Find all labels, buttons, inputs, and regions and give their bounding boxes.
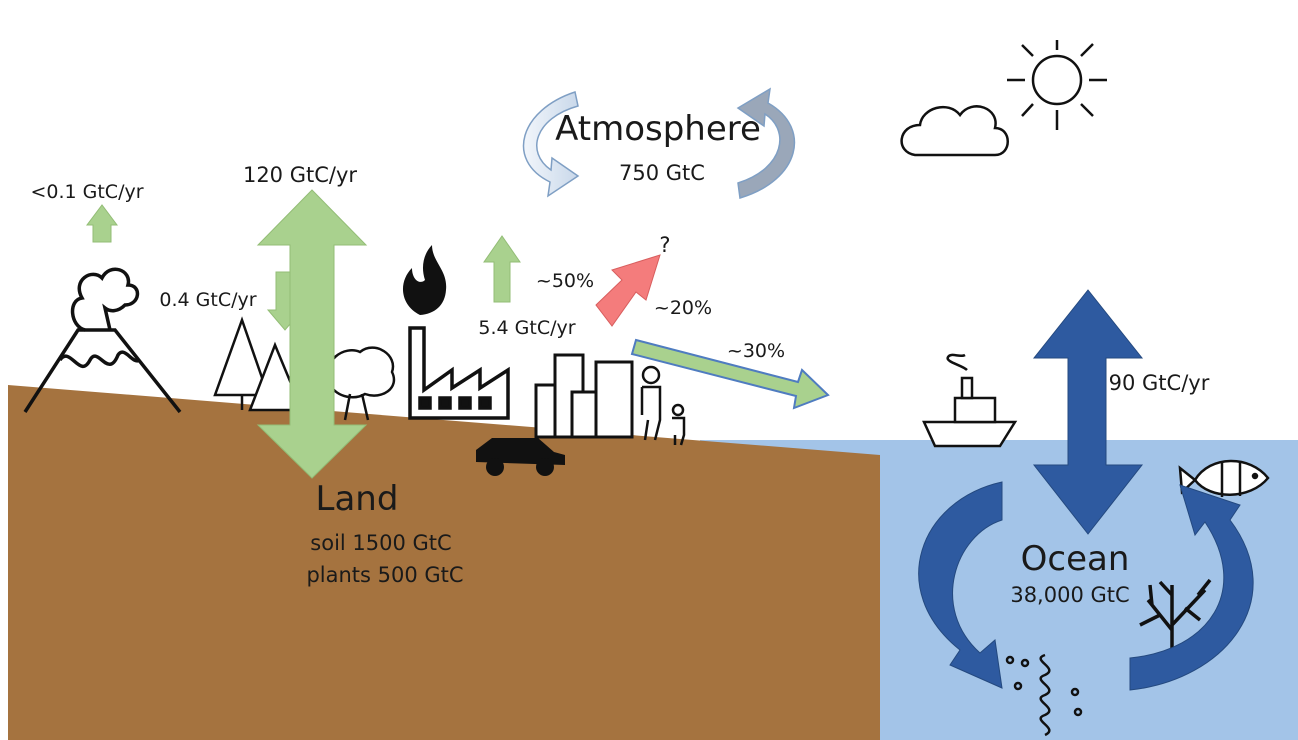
land-title: Land [316,479,399,519]
to-atmosphere-label: ~50% [536,270,594,292]
ocean-left-arrow [918,481,1003,689]
anthropogenic-flux-label: 5.4 GtC/yr [478,317,575,339]
ocean-exchange-label: 90 GtC/yr [1109,371,1210,395]
land-soil-label: soil 1500 GtC [310,531,451,555]
sun-icon [1007,40,1107,130]
ocean-title: Ocean [1021,539,1130,579]
fish-icon [1178,459,1270,497]
atmosphere-amount: 750 GtC [619,161,705,185]
land-exchange-arrow [256,189,368,479]
atmosphere-right-arrow [736,87,796,199]
ocean-amount: 38,000 GtC [1010,583,1129,607]
ship-icon [922,353,1018,448]
atmosphere-left-arrow [522,91,580,198]
atmosphere-title: Atmosphere [555,109,761,149]
volcano-icon [23,267,182,414]
unknown-sink-arrow [595,254,661,327]
car-icon [476,438,565,476]
to-ocean-label: ~30% [727,340,785,362]
unknown-sink-label: ~20% [654,297,712,319]
land-uptake-label: 0.4 GtC/yr [159,289,256,311]
seaweed-icon [1005,653,1083,737]
flame-icon [402,245,447,315]
land-region [8,385,880,740]
cloud-icon [900,105,1009,157]
to-ocean-arrow [630,338,830,410]
city-icon [534,353,634,439]
ocean-exchange-arrow [1032,289,1144,535]
ocean-right-arrow [1129,484,1254,691]
trees-icon [213,316,396,421]
atmosphere-cycle-arrows [522,87,796,199]
factory-icon [408,326,510,420]
volcano-flux-label: <0.1 GtC/yr [30,181,143,203]
land-exchange-label: 120 GtC/yr [243,163,357,187]
people-icon [640,365,686,446]
to-atmosphere-arrow [483,235,521,303]
volcano-flux-arrow [86,204,118,243]
unknown-sink-mark: ? [659,233,670,257]
coral-icon [1139,578,1212,655]
land-plants-label: plants 500 GtC [306,563,463,587]
